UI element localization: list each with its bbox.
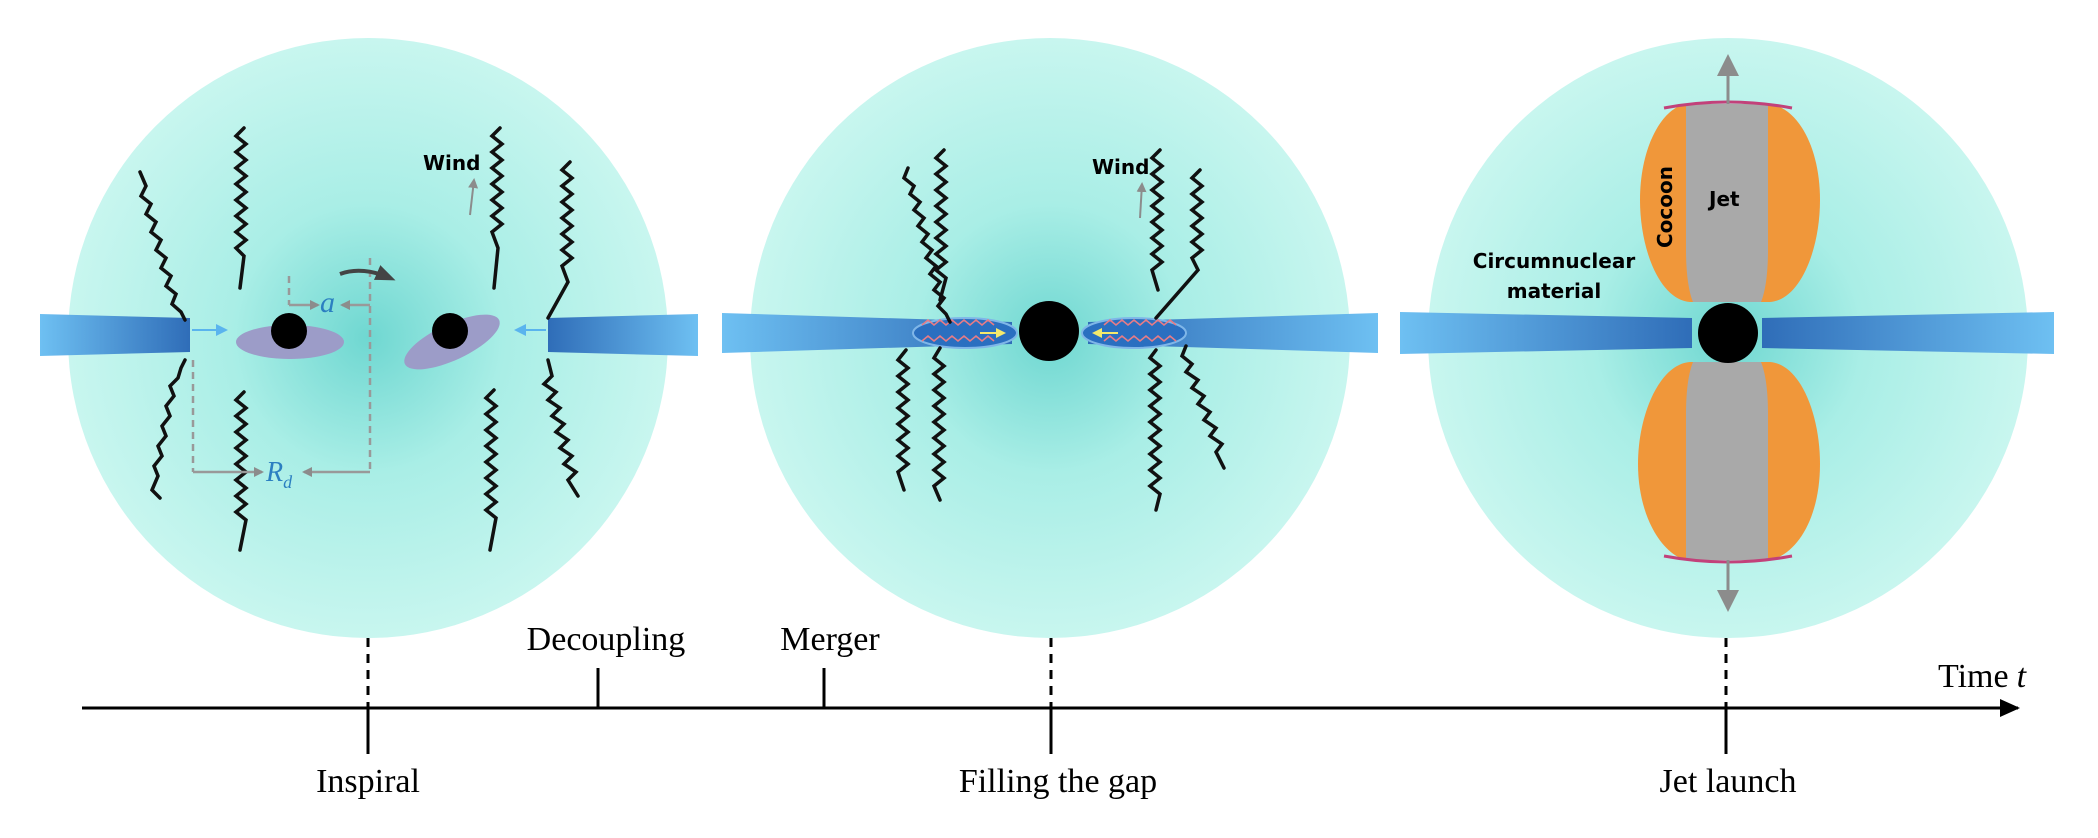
black-hole-icon [432,313,468,349]
inspiral-stage-label: Inspiral [316,763,420,800]
outer-disk-right [548,314,698,356]
outer-disk-left [1400,312,1692,354]
filling-wind-label: Wind [1092,155,1149,179]
black-hole-icon [1698,303,1758,363]
separation-guides [191,258,372,477]
outer-disk-right [1762,312,2054,354]
separation-label: a [320,286,335,319]
inspiral-panel: Wind a Rd [40,38,698,638]
inspiral-sphere [68,38,668,638]
jet-launch-panel: Cocoon Jet Circumnuclear material [1400,38,2054,638]
wind-arrow [468,178,479,216]
outer-disk-left [40,314,190,356]
cocoon-label: Cocoon [1653,166,1677,248]
jet-launch-stage-label: Jet launch [1660,763,1797,800]
heat-squiggles [921,318,1177,343]
filling-panel: Wind [722,38,1378,638]
upper-jet [1686,104,1768,302]
wind-squiggle-icon [895,148,1226,512]
disk-radius-label: Rd [265,457,293,492]
wind-squiggle-icon [138,126,580,552]
upper-outflow [1640,54,1820,302]
rotation-arrow-icon [339,265,396,281]
merger-stage-label: Merger [780,621,880,658]
wind-arrow [1136,182,1147,219]
decoupling-stage-label: Decoupling [527,621,686,658]
lower-outflow [1638,362,1820,612]
inner-disk-right [1081,317,1187,349]
circumnuclear-label-line2: material [1507,279,1602,303]
inspiral-wind-label: Wind [423,151,480,175]
inner-disk-left [912,317,1018,349]
circumnuclear-label-line1: Circumnuclear [1473,249,1636,273]
lower-jet [1686,362,1768,560]
black-hole-icon [271,313,307,349]
filling-stage-label: Filling the gap [959,763,1157,800]
jet-label: Jet [1707,187,1740,211]
black-hole-icon [1019,301,1079,361]
